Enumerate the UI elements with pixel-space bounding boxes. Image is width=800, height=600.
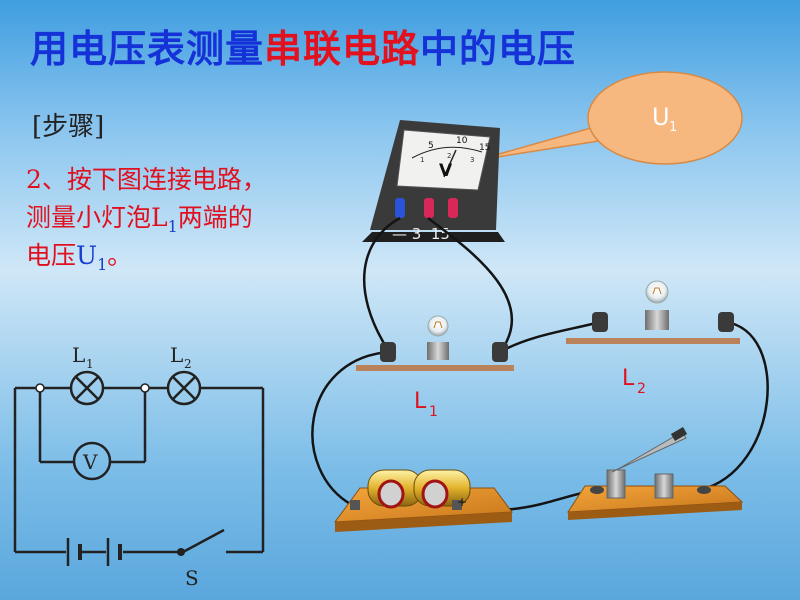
bulb-l2-letter: L — [622, 366, 635, 391]
instruction-line-3-sub: 1 — [97, 255, 108, 274]
schematic-l1-sub: 1 — [86, 357, 94, 371]
schematic-switch-label: S — [185, 566, 199, 590]
battery-cell-1-end — [377, 479, 405, 509]
bulb-l2-terminal-right[interactable] — [718, 312, 734, 332]
title-part-1: 用电压表测量 — [30, 27, 265, 71]
schematic-l2-sub: 2 — [184, 357, 192, 371]
bulb-l1-glass — [427, 315, 449, 337]
voltmeter-base — [362, 232, 505, 242]
voltmeter-device: 5 10 15 1 2 3 V — 3 15 — [362, 120, 505, 243]
scale-low-3: 3 — [470, 156, 474, 164]
bulb-l1-letter: L — [414, 389, 427, 414]
wire-l1-to-battery — [311, 350, 389, 507]
terminal-3v[interactable] — [424, 198, 434, 218]
instruction-line-1: 2、按下图连接电路， — [26, 165, 267, 194]
bulb-l2-glass — [645, 280, 669, 304]
wires — [311, 216, 769, 511]
battery-terminal-positive[interactable] — [452, 500, 462, 510]
voltmeter-symbol: V — [439, 161, 453, 181]
bulb-l2-board — [566, 338, 740, 344]
schematic-lamp-l2-cross-b — [172, 376, 196, 400]
instruction-line-2-post: 两端的 — [177, 203, 253, 232]
switch-pivot-post — [606, 469, 626, 499]
voltmeter-needle — [443, 149, 457, 178]
schematic-switch-pivot — [177, 548, 185, 556]
title-part-3: 中的电压 — [420, 27, 577, 71]
bulb-l2-socket — [645, 310, 669, 330]
instruction-line-3: 电压U1。 — [26, 236, 132, 274]
knife-switch — [567, 427, 744, 520]
bulb-l1-terminal-left[interactable] — [380, 342, 396, 362]
battery-plus-label: + — [457, 495, 467, 509]
schematic-lamp-l1 — [69, 370, 105, 406]
scale-top-3: 15 — [479, 143, 490, 153]
switch-contact-post — [654, 473, 674, 499]
wire-l1-to-l2 — [499, 320, 601, 354]
schematic-node-right — [140, 383, 150, 393]
schematic-voltmeter-label: V — [82, 450, 98, 474]
schematic-switch-lever — [182, 528, 225, 554]
bulb-l1-terminal-right[interactable] — [492, 342, 508, 362]
battery-terminal-negative[interactable] — [350, 500, 360, 510]
voltmeter-dial — [396, 129, 491, 191]
schematic-lamp-l2 — [166, 370, 202, 406]
switch-handle[interactable] — [670, 427, 688, 441]
bulb-l2-filament — [652, 287, 662, 295]
schematic-l1-letter: L — [72, 343, 85, 367]
voltmeter-terminal-labels: — 3 15 — [392, 225, 450, 243]
bulb-l2-sub: 2 — [637, 381, 646, 397]
scale-low-1: 1 — [420, 156, 424, 164]
callout-sub: 1 — [669, 120, 677, 135]
instruction-line-3-u: U — [76, 241, 98, 270]
terminal-negative[interactable] — [395, 198, 405, 218]
voltmeter-scale-arc — [411, 146, 483, 159]
bulb-l1-assembly: L 1 — [356, 315, 514, 420]
instruction-line-3-post: 。 — [107, 241, 133, 270]
schematic-node-left — [35, 383, 45, 393]
bulb-l2-terminal-left[interactable] — [592, 312, 608, 332]
scale-top-2: 10 — [456, 136, 468, 146]
schematic-diagram — [13, 370, 265, 566]
wire-l2-to-switch — [699, 320, 769, 492]
terminal-15v[interactable] — [448, 198, 458, 218]
instruction-line-2-sub: 1 — [167, 217, 178, 236]
callout-ellipse — [587, 71, 743, 165]
page-title: 用电压表测量串联电路中的电压 — [30, 18, 576, 73]
instruction-line-2-pre: 测量小灯泡L — [26, 203, 168, 232]
switch-board-edge — [568, 502, 742, 520]
bulb-l1-socket — [427, 342, 449, 360]
callout-letter: U — [652, 103, 670, 131]
schematic-voltmeter-circle — [72, 441, 112, 481]
battery-board-edge — [335, 512, 512, 532]
scale-top-1: 5 — [428, 141, 434, 151]
instruction-line-2: 测量小灯泡L1两端的 — [26, 198, 253, 236]
callout-bubble: U 1 — [477, 71, 743, 165]
instruction-line-3-pre: 电压 — [26, 241, 77, 270]
battery-holder: + — [333, 469, 513, 532]
bulb-l1-board — [356, 365, 514, 371]
title-part-2: 串联电路 — [264, 27, 421, 71]
bulb-l1-sub: 1 — [429, 404, 438, 420]
switch-terminal-left[interactable] — [590, 486, 604, 494]
wire-meter-to-l1-left — [363, 216, 401, 351]
switch-terminal-right[interactable] — [697, 486, 711, 494]
battery-cell-2-end — [421, 479, 449, 509]
schematic-l2-letter: L — [170, 343, 183, 367]
wire-meter-to-l1-right — [427, 217, 514, 353]
scale-low-2: 2 — [447, 152, 451, 160]
steps-label: [步骤] — [32, 112, 105, 142]
schematic-lamp-l1-cross-b — [75, 376, 99, 400]
bulb-l2-assembly: L 2 — [566, 280, 740, 397]
bulb-l1-filament — [433, 321, 443, 329]
